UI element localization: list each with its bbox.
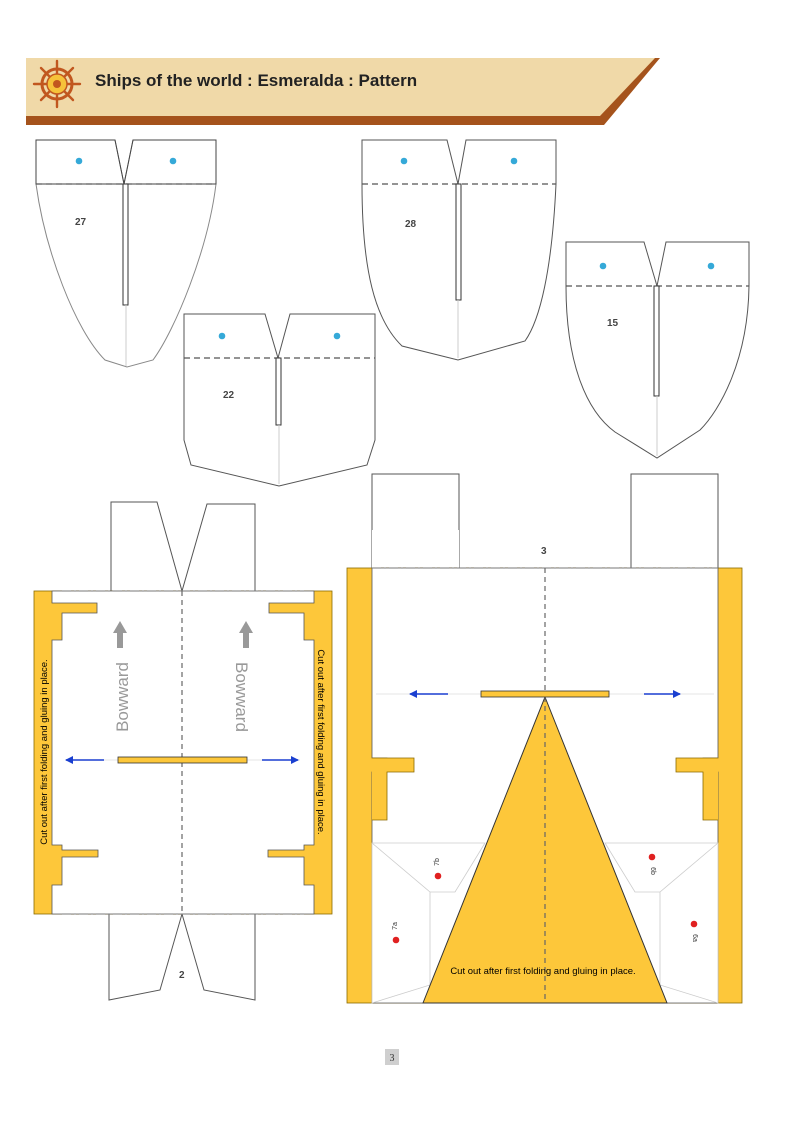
part-number: 15: [607, 318, 619, 329]
header-banner: Ships of the world : Esmeralda : Pattern: [26, 58, 660, 125]
glue-dot-icon: [218, 332, 226, 340]
glue-dot-icon: [707, 262, 715, 270]
pattern-part-2: Bowward Bowward Cut out after first fold…: [33, 501, 333, 1001]
pattern-part-3: 7b 7a 6b 6a Cut out after first folding …: [346, 473, 743, 1004]
glue-dot-icon: [690, 920, 698, 928]
glue-dot-icon: [169, 157, 177, 165]
part-label: 6b: [649, 867, 656, 875]
cut-out-note: Cut out after first folding and gluing i…: [39, 659, 50, 844]
glue-dot-icon: [599, 262, 607, 270]
part-number: 3: [541, 546, 547, 557]
glue-dot-icon: [75, 157, 83, 165]
bowward-arrow-icon: [113, 621, 127, 648]
pattern-part-15: 15: [565, 241, 750, 459]
bowward-label: Bowward: [232, 662, 251, 732]
glue-dot-icon: [510, 157, 518, 165]
pattern-part-28: 28: [361, 139, 557, 361]
part-number: 28: [405, 219, 417, 230]
glue-dot-icon: [434, 872, 442, 880]
cut-out-note: Cut out after first folding and gluing i…: [315, 649, 326, 834]
page-title: Ships of the world : Esmeralda : Pattern: [95, 71, 417, 90]
part-label: 7b: [434, 858, 441, 866]
part-number: 2: [179, 970, 185, 981]
cut-out-note: Cut out after first folding and gluing i…: [450, 966, 635, 977]
ship-wheel-icon: [32, 59, 82, 109]
glue-dot-icon: [400, 157, 408, 165]
page-number-badge: 3: [385, 1049, 399, 1065]
pattern-part-27: 27: [35, 139, 217, 368]
part-number: 22: [223, 390, 235, 401]
part-label: 7a: [392, 922, 399, 930]
part-number: 27: [75, 217, 87, 228]
bowward-arrow-icon: [239, 621, 253, 648]
part-label: 6a: [691, 934, 698, 942]
page-number: 3: [390, 1053, 395, 1064]
glue-dot-icon: [392, 936, 400, 944]
glue-dot-icon: [333, 332, 341, 340]
bowward-label: Bowward: [113, 662, 132, 732]
glue-dot-icon: [648, 853, 656, 861]
pattern-part-22: 22: [183, 313, 376, 487]
